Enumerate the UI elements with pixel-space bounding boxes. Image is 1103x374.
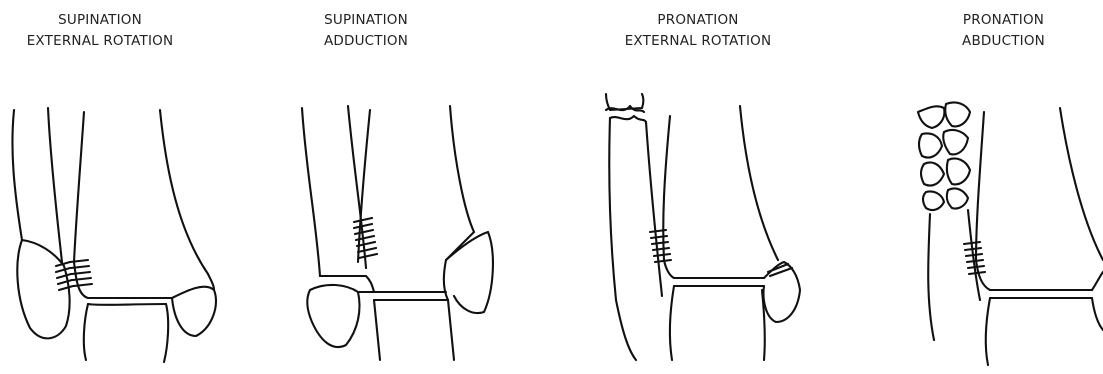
panel-supination-adduction: SUPINATION ADDUCTION: [266, 0, 466, 374]
ankle-fracture-illustration: [266, 0, 506, 374]
ankle-fracture-illustration: [910, 0, 1103, 374]
panel-pronation-external-rotation: PRONATION EXTERNAL ROTATION: [588, 0, 808, 374]
ankle-fracture-illustration: [588, 0, 828, 374]
panel-pronation-abduction: PRONATION ABDUCTION: [910, 0, 1103, 374]
panel-supination-external-rotation: SUPINATION EXTERNAL ROTATION: [0, 0, 200, 374]
ankle-fracture-illustration: [0, 0, 240, 374]
